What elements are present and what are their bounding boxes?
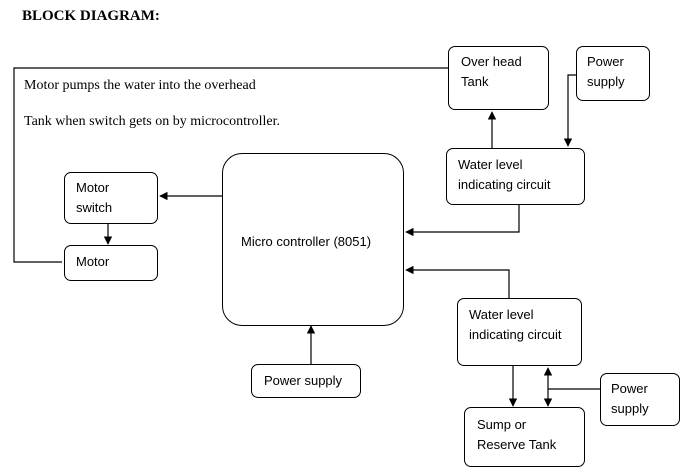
water-level-top-line-1: Water level (458, 157, 523, 172)
water-level-top-block: Water level indicating circuit (446, 148, 585, 205)
sump-tank-line-1: Sump or (477, 417, 527, 432)
water-level-bottom-line-1: Water level (469, 307, 534, 322)
motor-label: Motor (76, 254, 110, 269)
motor-to-tank-line (13, 67, 448, 263)
wl-bottom-to-mcu-arrow (405, 265, 510, 298)
motor-switch-line-1: Motor (76, 180, 110, 195)
power-supply-bottom-line-1: Power (611, 381, 648, 396)
power-supply-bottom-block: Power supply (600, 373, 680, 426)
motor-switch-block: Motor switch (64, 172, 158, 224)
power-supply-top-line-2: supply (587, 74, 625, 89)
overhead-tank-line-2: Tank (461, 74, 489, 89)
sump-tank-block: Sump or Reserve Tank (464, 407, 585, 467)
overhead-tank-line-1: Over head (461, 54, 522, 69)
note-line-2: Tank when switch gets on by microcontrol… (24, 114, 281, 129)
sump-tank-line-2: Reserve Tank (477, 437, 557, 452)
motor-switch-line-2: switch (76, 200, 113, 215)
power-supply-mcu-block: Power supply (251, 364, 361, 398)
power-supply-mcu-label: Power supply (264, 373, 343, 388)
overhead-tank-block: Over head Tank (448, 46, 549, 110)
water-level-top-line-2: indicating circuit (458, 177, 551, 192)
water-level-bottom-line-2: indicating circuit (469, 327, 562, 342)
diagram-title: BLOCK DIAGRAM: (22, 8, 160, 24)
power-supply-bottom-line-2: supply (611, 401, 649, 416)
power-supply-top-block: Power supply (576, 46, 650, 101)
note-line-1: Motor pumps the water into the overhead (24, 78, 256, 93)
microcontroller-label: Micro controller (8051) (241, 234, 372, 249)
wl-top-to-mcu-arrow (405, 205, 520, 237)
power-supply-top-line-1: Power (587, 54, 624, 69)
microcontroller-block: Micro controller (8051) (222, 153, 404, 326)
power-top-to-wl-arrow (563, 74, 576, 147)
motor-block: Motor (64, 245, 158, 281)
water-level-bottom-block: Water level indicating circuit (457, 298, 582, 366)
